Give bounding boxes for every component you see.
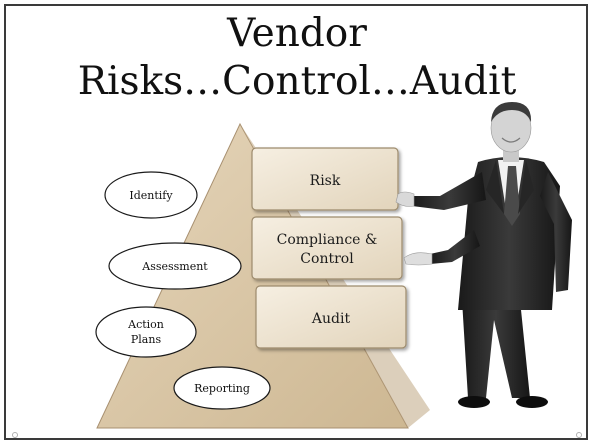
tier-compliance-control: Compliance & Control (251, 216, 403, 280)
step-label: Identify (129, 189, 173, 202)
presenter-illustration (395, 102, 572, 408)
slide-frame (4, 4, 588, 440)
title-line-1: Vendor (227, 11, 367, 56)
presenter-shoe-right (516, 396, 548, 408)
presenter-hand-pointing (395, 191, 415, 207)
step-label: Assessment (141, 260, 208, 273)
step-label-line-1: Action (127, 318, 164, 331)
presenter-tie (504, 166, 520, 226)
tier-label: Risk (310, 173, 341, 189)
step-label: Reporting (194, 382, 250, 395)
step-label-line-2: Plans (131, 333, 162, 346)
tier-audit: Audit (255, 285, 407, 349)
tier-label-line-1: Compliance & (277, 232, 378, 248)
step-assessment: Assessment (108, 242, 242, 290)
step-action-plans: Action Plans (95, 306, 197, 358)
tier-risk: Risk (251, 147, 399, 211)
step-identify: Identify (104, 171, 198, 219)
step-reporting: Reporting (173, 366, 271, 410)
tier-label: Audit (311, 311, 351, 327)
presenter-arm-pointing (412, 172, 486, 210)
presenter-shoe-left (458, 396, 490, 408)
presenter-lapel-left (486, 160, 504, 214)
title-line-2: Risks…Control…Audit (77, 59, 517, 104)
slide-title: Vendor Risks…Control…Audit (0, 10, 594, 106)
presenter-arm-lower (430, 230, 480, 264)
presenter-smile (501, 137, 521, 143)
presenter-hair (491, 102, 532, 122)
tier-label-line-2: Control (300, 251, 354, 267)
corner-dot-left (12, 432, 18, 438)
presenter-hand-open (403, 252, 433, 266)
presenter-lapel-right (518, 160, 534, 214)
presenter-arm-right (540, 172, 572, 292)
corner-dot-right (576, 432, 582, 438)
presenter-legs (462, 300, 530, 398)
